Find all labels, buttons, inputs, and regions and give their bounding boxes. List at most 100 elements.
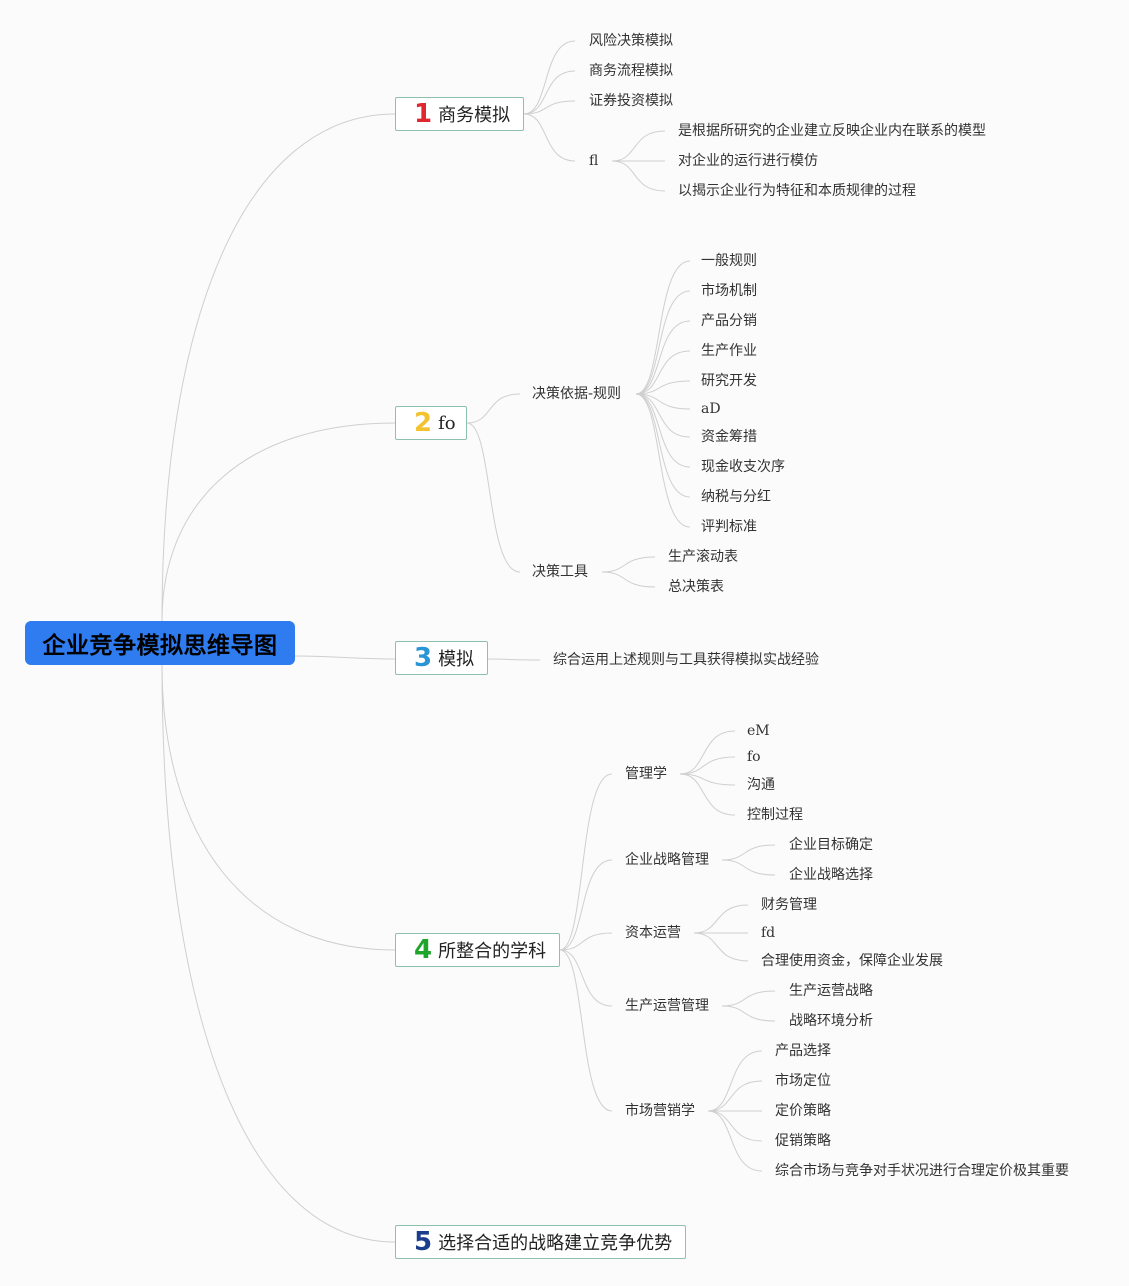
branch-5-label: 选择合适的战略建立竞争优势 bbox=[438, 1233, 673, 1254]
branch-5-number: 5 bbox=[414, 1227, 433, 1257]
b2-tool-1[interactable]: 生产滚动表 bbox=[668, 549, 738, 565]
branch-2-number: 2 bbox=[414, 408, 433, 438]
connector bbox=[707, 1110, 763, 1142]
branch-2-node[interactable]: 2 fo bbox=[395, 406, 467, 440]
b4-group-capital[interactable]: 资本运营 bbox=[625, 925, 681, 941]
branch-3-node[interactable]: 3 模拟 bbox=[395, 641, 488, 675]
b1-fl-child-1[interactable]: 是根据所研究的企业建立反映企业内在联系的模型 bbox=[678, 123, 986, 139]
b4-strategy-child-2[interactable]: 企业战略选择 bbox=[789, 867, 873, 883]
branch-1-label: 商务模拟 bbox=[438, 105, 511, 126]
connector bbox=[707, 1050, 763, 1112]
root-node[interactable]: 企业竞争模拟思维导图 bbox=[25, 621, 295, 665]
connector bbox=[559, 949, 613, 1112]
connector bbox=[635, 350, 691, 395]
b4-marketing-child-4[interactable]: 促销策略 bbox=[775, 1133, 831, 1149]
b4-group-management[interactable]: 管理学 bbox=[625, 766, 667, 782]
connector bbox=[679, 756, 736, 775]
branch-4-number: 4 bbox=[414, 935, 433, 965]
connector bbox=[721, 1005, 776, 1022]
connector bbox=[601, 571, 656, 588]
connector bbox=[679, 773, 736, 816]
connector bbox=[635, 393, 691, 528]
connector bbox=[161, 113, 396, 622]
b2-rule-8[interactable]: 现金收支次序 bbox=[701, 459, 785, 475]
b4-group-strategy[interactable]: 企业战略管理 bbox=[625, 852, 709, 868]
branch-2-label: fo bbox=[438, 412, 456, 434]
connector bbox=[487, 658, 541, 661]
b2-rule-3[interactable]: 产品分销 bbox=[701, 313, 757, 329]
b3-item-1[interactable]: 综合运用上述规则与工具获得模拟实战经验 bbox=[553, 652, 819, 668]
b4-management-child-2[interactable]: fo bbox=[747, 749, 761, 765]
connector bbox=[635, 393, 691, 498]
b4-strategy-child-1[interactable]: 企业目标确定 bbox=[789, 837, 873, 853]
b4-marketing-child-5[interactable]: 综合市场与竞争对手状况进行合理定价极其重要 bbox=[775, 1163, 1069, 1179]
b1-fl-child-3[interactable]: 以揭示企业行为特征和本质规律的过程 bbox=[678, 183, 916, 199]
connector bbox=[693, 932, 749, 962]
b4-marketing-child-1[interactable]: 产品选择 bbox=[775, 1043, 831, 1059]
connector bbox=[161, 664, 396, 1243]
connector bbox=[559, 949, 613, 1007]
b2-tool-2[interactable]: 总决策表 bbox=[668, 579, 724, 595]
b2-rule-7[interactable]: 资金筹措 bbox=[701, 429, 757, 445]
b4-marketing-child-2[interactable]: 市场定位 bbox=[775, 1073, 831, 1089]
root-label: 企业竞争模拟思维导图 bbox=[42, 633, 278, 659]
b2-rule-10[interactable]: 评判标准 bbox=[701, 519, 757, 535]
b4-group-operations[interactable]: 生产运营管理 bbox=[625, 998, 709, 1014]
connector bbox=[635, 393, 691, 410]
connector bbox=[707, 1080, 763, 1112]
connector bbox=[721, 859, 776, 876]
connector bbox=[294, 655, 396, 660]
connector bbox=[635, 260, 691, 395]
b2-rule-2[interactable]: 市场机制 bbox=[701, 283, 757, 299]
b1-fl-node[interactable]: fl bbox=[589, 153, 599, 169]
connector bbox=[161, 664, 396, 951]
b1-item-3[interactable]: 证券投资模拟 bbox=[589, 93, 673, 109]
b2-rule-4[interactable]: 生产作业 bbox=[701, 343, 757, 359]
connector bbox=[679, 773, 736, 786]
b4-capital-child-2[interactable]: fd bbox=[761, 925, 776, 941]
connector bbox=[523, 70, 576, 115]
b4-operations-child-2[interactable]: 战略环境分析 bbox=[789, 1013, 873, 1029]
connector bbox=[707, 1110, 763, 1172]
connector bbox=[559, 932, 613, 951]
connector bbox=[611, 160, 666, 192]
b4-management-child-3[interactable]: 沟通 bbox=[747, 777, 775, 793]
connector bbox=[161, 422, 396, 622]
connector bbox=[635, 320, 691, 395]
connector bbox=[601, 556, 656, 573]
branch-3-label: 模拟 bbox=[438, 649, 475, 670]
connector bbox=[721, 990, 776, 1007]
b1-fl-child-2[interactable]: 对企业的运行进行模仿 bbox=[678, 153, 818, 169]
branch-4-label: 所整合的学科 bbox=[438, 941, 547, 962]
b4-management-child-1[interactable]: eM bbox=[747, 723, 770, 739]
b4-operations-child-1[interactable]: 生产运营战略 bbox=[789, 983, 873, 999]
b4-marketing-child-3[interactable]: 定价策略 bbox=[775, 1103, 831, 1119]
connector bbox=[466, 422, 521, 573]
b4-capital-child-1[interactable]: 财务管理 bbox=[761, 897, 817, 913]
b2-rule-1[interactable]: 一般规则 bbox=[701, 253, 757, 269]
branch-3-number: 3 bbox=[414, 643, 433, 673]
b2-rule-6[interactable]: aD bbox=[701, 401, 721, 417]
branch-1-number: 1 bbox=[414, 99, 433, 129]
connector bbox=[679, 730, 736, 775]
b1-item-1[interactable]: 风险决策模拟 bbox=[589, 33, 673, 49]
b2-tools-node[interactable]: 决策工具 bbox=[532, 564, 588, 580]
connector bbox=[466, 393, 521, 424]
connector bbox=[635, 393, 691, 468]
connector bbox=[559, 773, 613, 951]
connector bbox=[635, 290, 691, 395]
branch-1-node[interactable]: 1 商务模拟 bbox=[395, 97, 524, 131]
connector bbox=[721, 844, 776, 861]
connector bbox=[611, 130, 666, 162]
b2-rule-5[interactable]: 研究开发 bbox=[701, 373, 757, 389]
b2-rule-9[interactable]: 纳税与分红 bbox=[701, 489, 771, 505]
b4-capital-child-3[interactable]: 合理使用资金，保障企业发展 bbox=[761, 953, 943, 969]
connector bbox=[693, 904, 749, 934]
branch-4-node[interactable]: 4 所整合的学科 bbox=[395, 933, 560, 967]
b1-item-2[interactable]: 商务流程模拟 bbox=[589, 63, 673, 79]
b2-rules-node[interactable]: 决策依据-规则 bbox=[532, 386, 622, 402]
branch-5-node[interactable]: 5 选择合适的战略建立竞争优势 bbox=[395, 1225, 686, 1259]
b4-management-child-4[interactable]: 控制过程 bbox=[747, 807, 803, 823]
b4-group-marketing[interactable]: 市场营销学 bbox=[625, 1103, 695, 1119]
